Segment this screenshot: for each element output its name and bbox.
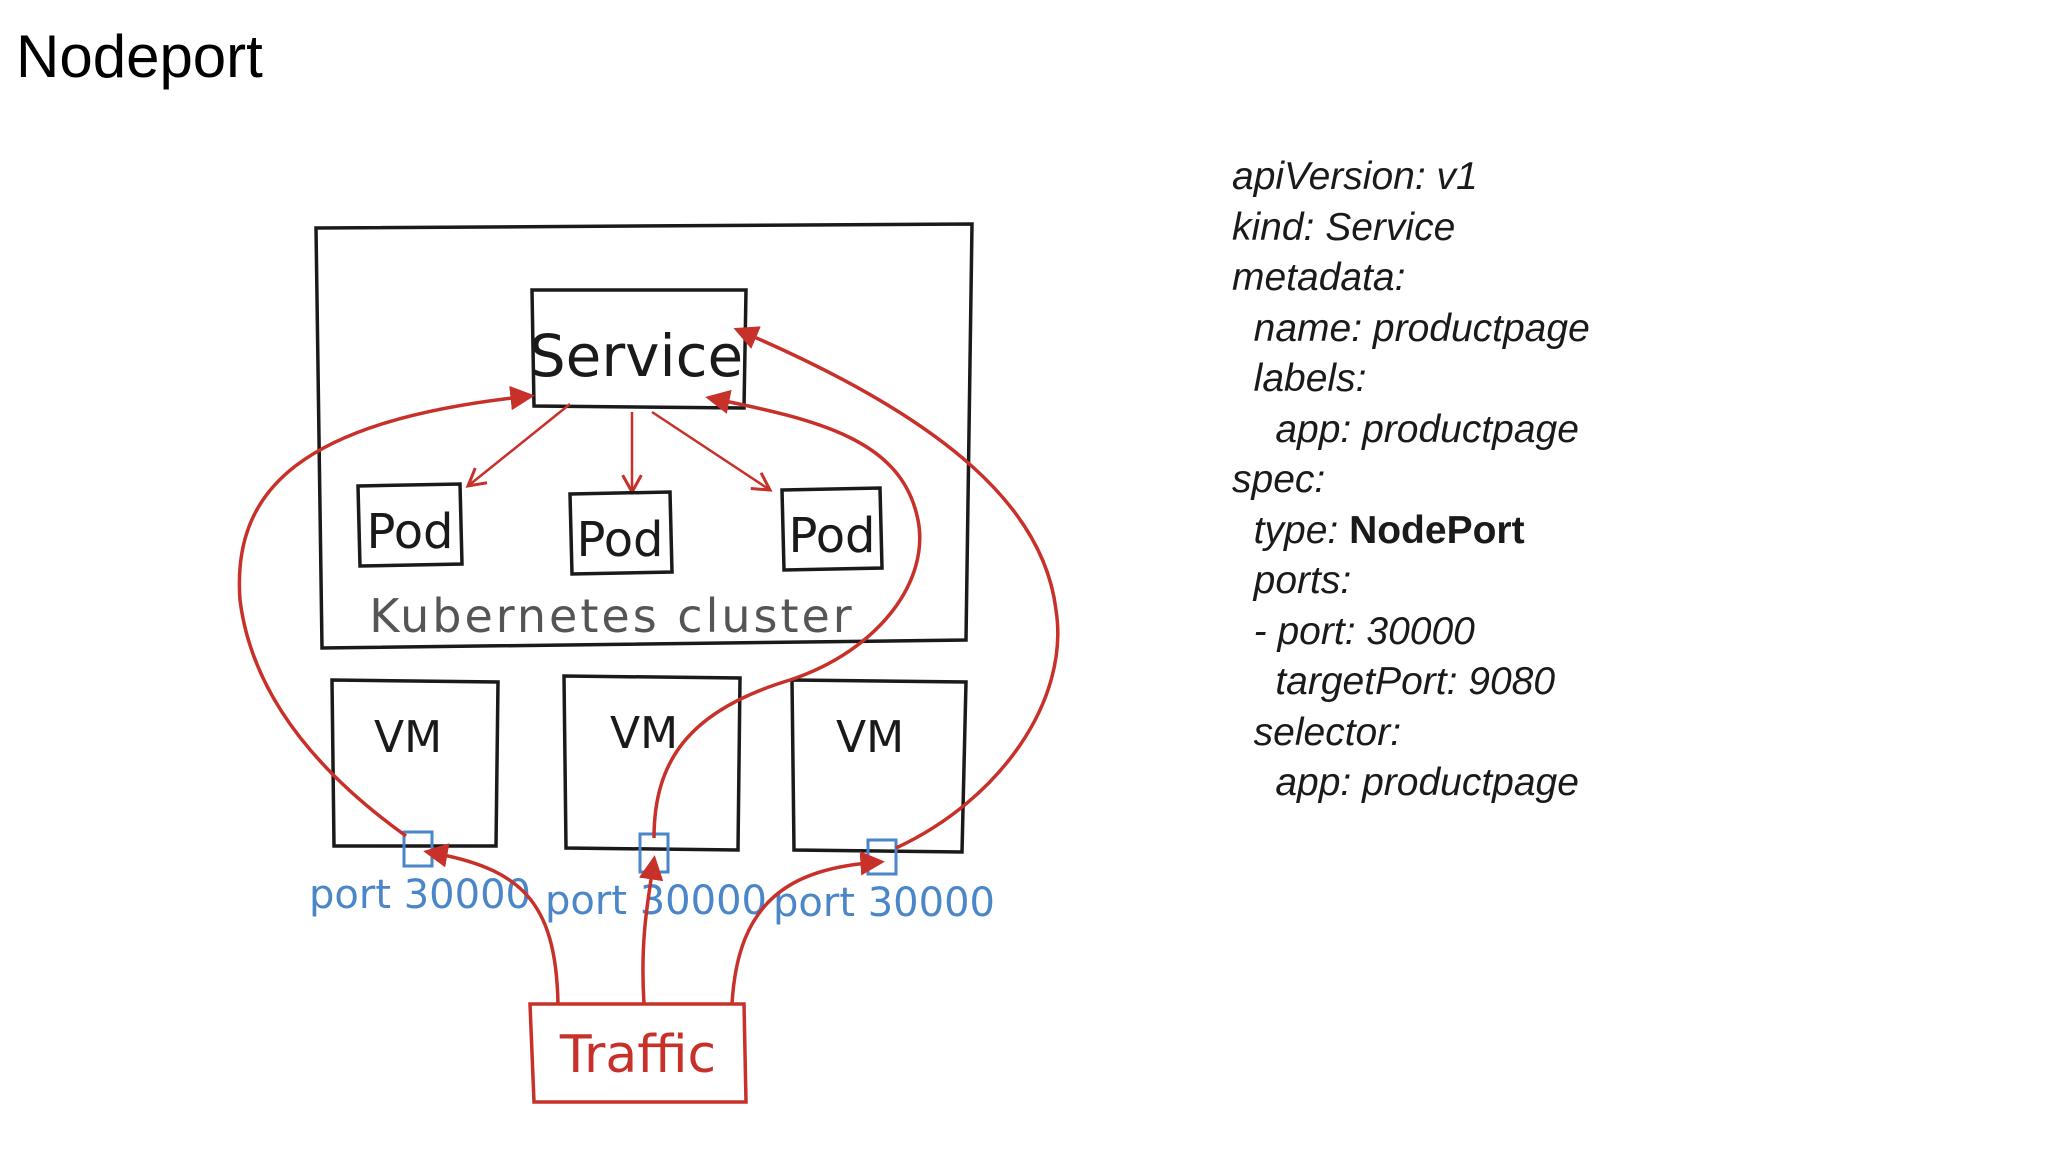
- yaml-key: spec:: [1232, 458, 1326, 501]
- yaml-indent: [1232, 408, 1275, 451]
- service-box: Service: [529, 288, 748, 410]
- loop-arrow-2: [652, 389, 922, 839]
- yaml-indent: [1232, 509, 1254, 552]
- yaml-value: v1: [1425, 155, 1478, 198]
- port-label-2: port 30000: [545, 878, 767, 924]
- yaml-value: productpage: [1362, 306, 1590, 350]
- yaml-line: metadata:: [1232, 253, 1590, 304]
- yaml-key: selector:: [1253, 710, 1402, 754]
- yaml-value: productpage: [1351, 407, 1579, 451]
- yaml-key: name:: [1253, 306, 1363, 350]
- yaml-indent: [1232, 357, 1254, 400]
- yaml-key: - port:: [1253, 609, 1356, 653]
- yaml-indent: [1232, 559, 1254, 602]
- loop-arrow-1: [237, 385, 535, 838]
- yaml-indent: [1232, 307, 1254, 350]
- port-box-3: [866, 838, 898, 876]
- yaml-key: type:: [1253, 508, 1339, 552]
- yaml-line: ports:: [1232, 556, 1590, 607]
- yaml-line: targetPort: 9080: [1232, 657, 1590, 708]
- pod-2: Pod: [568, 490, 674, 576]
- yaml-line: app: productpage: [1232, 405, 1590, 456]
- traffic-label: Traffic: [559, 1025, 716, 1085]
- traffic-arrow-1: [423, 843, 560, 1005]
- vm-label: VM: [374, 712, 442, 763]
- vm-3: VM: [790, 678, 968, 854]
- yaml-value: 9080: [1457, 660, 1556, 703]
- yaml-indent: [1232, 761, 1275, 804]
- traffic-arrow-3: [730, 851, 885, 1005]
- yaml-line: type: NodePort: [1232, 506, 1590, 557]
- yaml-key: app:: [1275, 407, 1352, 451]
- yaml-line: kind: Service: [1232, 203, 1590, 254]
- pod-label: Pod: [788, 508, 875, 564]
- kubernetes-cluster-label: Kubernetes cluster: [369, 589, 854, 643]
- pod-3: Pod: [780, 486, 884, 572]
- pod-label: Pod: [576, 512, 663, 568]
- yaml-key: labels:: [1253, 357, 1367, 400]
- yaml-key: app:: [1275, 761, 1352, 804]
- vm-label: VM: [836, 712, 904, 763]
- yaml-indent: [1232, 610, 1254, 653]
- port-label-1: port 30000: [309, 872, 531, 918]
- traffic-to-port-arrows: [423, 843, 885, 1005]
- vm-2: VM: [562, 674, 742, 852]
- service-label: Service: [529, 322, 743, 390]
- yaml-line: spec:: [1232, 455, 1590, 506]
- yaml-key: apiVersion:: [1232, 155, 1426, 198]
- port-label-3: port 30000: [773, 880, 995, 926]
- yaml-key: targetPort:: [1275, 660, 1458, 703]
- yaml-line: labels:: [1232, 354, 1590, 405]
- service-to-pod-arrows: [465, 403, 773, 496]
- yaml-key: metadata:: [1232, 256, 1406, 299]
- yaml-line: selector:: [1232, 708, 1590, 759]
- traffic-box: Traffic: [528, 1002, 748, 1104]
- port-to-service-arrows: [237, 326, 1060, 850]
- yaml-value: Service: [1314, 205, 1456, 249]
- vm-label: VM: [610, 708, 678, 759]
- yaml-line: apiVersion: v1: [1232, 152, 1590, 203]
- yaml-key: kind:: [1232, 205, 1315, 249]
- yaml-line: - port: 30000: [1232, 607, 1590, 658]
- yaml-value: productpage: [1351, 761, 1579, 804]
- yaml-line: name: productpage: [1232, 304, 1590, 355]
- port-box-1: [402, 830, 434, 868]
- vm-1: VM: [330, 678, 500, 848]
- yaml-indent: [1232, 660, 1275, 703]
- yaml-line: app: productpage: [1232, 758, 1590, 809]
- pod-1: Pod: [356, 482, 464, 568]
- slide-title: Nodeport: [16, 23, 263, 90]
- arrow-to-pod-3: [651, 410, 773, 492]
- yaml-value: NodePort: [1338, 508, 1525, 552]
- pod-label: Pod: [366, 504, 453, 560]
- loop-arrow-3: [733, 326, 1060, 850]
- kubernetes-cluster-box: [314, 222, 974, 650]
- yaml-key: ports:: [1253, 559, 1352, 602]
- yaml-indent: [1232, 711, 1254, 754]
- arrow-to-pod-1: [465, 403, 571, 488]
- yaml-value: 30000: [1355, 609, 1475, 653]
- traffic-arrow-2: [638, 855, 664, 1005]
